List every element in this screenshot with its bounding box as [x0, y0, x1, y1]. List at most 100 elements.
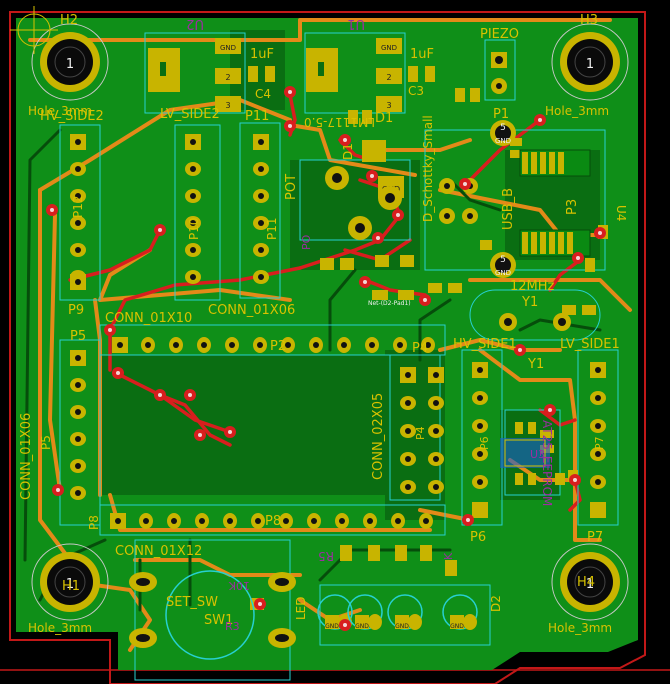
- label-sw1: SW1: [204, 613, 233, 628]
- via-drill: [598, 231, 602, 235]
- label-c4-value: 1uF: [250, 47, 274, 62]
- pad-drill: [258, 193, 264, 199]
- label-y1: Y1: [527, 357, 544, 372]
- led: GND: [347, 594, 383, 630]
- pad-drill: [595, 367, 601, 373]
- pad-drill: [75, 409, 81, 415]
- pad-drill: [313, 342, 319, 348]
- ic-u4: [519, 149, 591, 257]
- pad-drill: [201, 342, 207, 348]
- led-pad-a: [408, 614, 422, 630]
- label-p7: P7: [587, 530, 603, 545]
- label-h3: H3: [580, 13, 598, 28]
- label-k: K: [442, 552, 455, 560]
- led-pad-a: [463, 614, 477, 630]
- svg-text:GND: GND: [220, 44, 236, 52]
- pad-drill: [285, 342, 291, 348]
- label-hole-h2: Hole_3mm: [28, 104, 92, 118]
- label-c3-value: 1uF: [410, 47, 434, 62]
- led-pad-a: [368, 614, 382, 630]
- label-d1-top: D1: [375, 111, 393, 126]
- label-c4: C4: [255, 87, 271, 101]
- usb-b-connector: 5 GND 5 GND: [439, 120, 516, 278]
- label-p6: P6: [470, 530, 486, 545]
- led-pad-k: [395, 615, 409, 629]
- via-drill: [158, 228, 162, 232]
- pad-drill: [477, 395, 483, 401]
- via-drill: [228, 430, 232, 434]
- svg-text:GND: GND: [495, 269, 511, 277]
- svg-text:3: 3: [225, 101, 230, 110]
- piezo-p1: [491, 52, 507, 94]
- svg-text:5: 5: [500, 123, 506, 133]
- svg-text:3: 3: [386, 101, 391, 110]
- pad-drill: [339, 518, 345, 524]
- svg-text:GND: GND: [495, 137, 511, 145]
- header-p2: [112, 337, 435, 353]
- pad-drill: [171, 518, 177, 524]
- crystal-y1: [499, 313, 571, 331]
- via-drill: [158, 393, 162, 397]
- via-drill: [116, 371, 120, 375]
- pad-drill: [173, 342, 179, 348]
- pad-drill: [258, 139, 264, 145]
- label-pot: POT: [284, 174, 299, 200]
- label-r3: R3: [225, 620, 240, 633]
- pad-drill: [190, 193, 196, 199]
- pad-drill: [75, 193, 81, 199]
- pad-drill: [190, 139, 196, 145]
- mounting-hole-h3: 1: [551, 23, 629, 101]
- label-y1-top: Y1: [521, 295, 538, 310]
- label-p7-side: P7: [593, 436, 606, 450]
- header-p8: [110, 513, 433, 529]
- pad-drill: [395, 518, 401, 524]
- silkscreen-text: H2 H3 H1 H4 Hole_3mm Hole_3mm Hole_3mm H…: [19, 13, 628, 635]
- pad-drill: [145, 342, 151, 348]
- pad-drill: [477, 479, 483, 485]
- pad-drill: [283, 518, 289, 524]
- label-conn-01x06-top: CONN_01X06: [208, 303, 295, 318]
- svg-text:GND: GND: [381, 44, 397, 52]
- label-conn-02x05: CONN_02X05: [371, 393, 386, 480]
- header-p5: [70, 350, 86, 500]
- via-drill: [370, 174, 374, 178]
- label-conn-01x10: CONN_01X10: [105, 311, 192, 326]
- pad-drill: [477, 367, 483, 373]
- pad-square: [590, 502, 606, 518]
- pad-drill: [75, 463, 81, 469]
- label-c3: C3: [408, 84, 424, 98]
- pad-drill: [405, 372, 411, 378]
- label-u3: U3: [530, 448, 545, 461]
- led: GND: [387, 594, 423, 630]
- via-drill: [573, 478, 577, 482]
- pad-drill: [405, 400, 411, 406]
- pad-drill: [75, 279, 81, 285]
- mounting-hole-h4: 1: [551, 543, 629, 621]
- pin-headers: [70, 134, 606, 529]
- label-p11-side: P11: [265, 217, 279, 240]
- label-h4: H4: [577, 575, 595, 590]
- label-p5-side: P5: [39, 435, 53, 450]
- label-p10: P10: [187, 217, 201, 240]
- via-drill: [198, 433, 202, 437]
- pad-drill: [367, 518, 373, 524]
- label-set-sw: SET_SW: [166, 595, 218, 610]
- pad-drill: [258, 247, 264, 253]
- hole-h1-pin: 1: [66, 577, 74, 592]
- led-pad-k: [450, 615, 464, 629]
- label-lv-side2: LV_SIDE2: [160, 107, 220, 122]
- smd-pads: [248, 66, 608, 610]
- label-d1: D1: [341, 143, 355, 160]
- via-drill: [423, 298, 427, 302]
- pad-square: [472, 502, 488, 518]
- pad-drill: [397, 342, 403, 348]
- switch-sw1: [129, 570, 296, 660]
- board-edge: [9, 11, 646, 684]
- pad-drill: [190, 274, 196, 280]
- pad-drill: [115, 518, 121, 524]
- pad-drill: [75, 436, 81, 442]
- label-hv-side1: HV_SIDE1: [453, 337, 517, 352]
- label-u1: U1: [347, 16, 365, 31]
- via-drill: [343, 623, 347, 627]
